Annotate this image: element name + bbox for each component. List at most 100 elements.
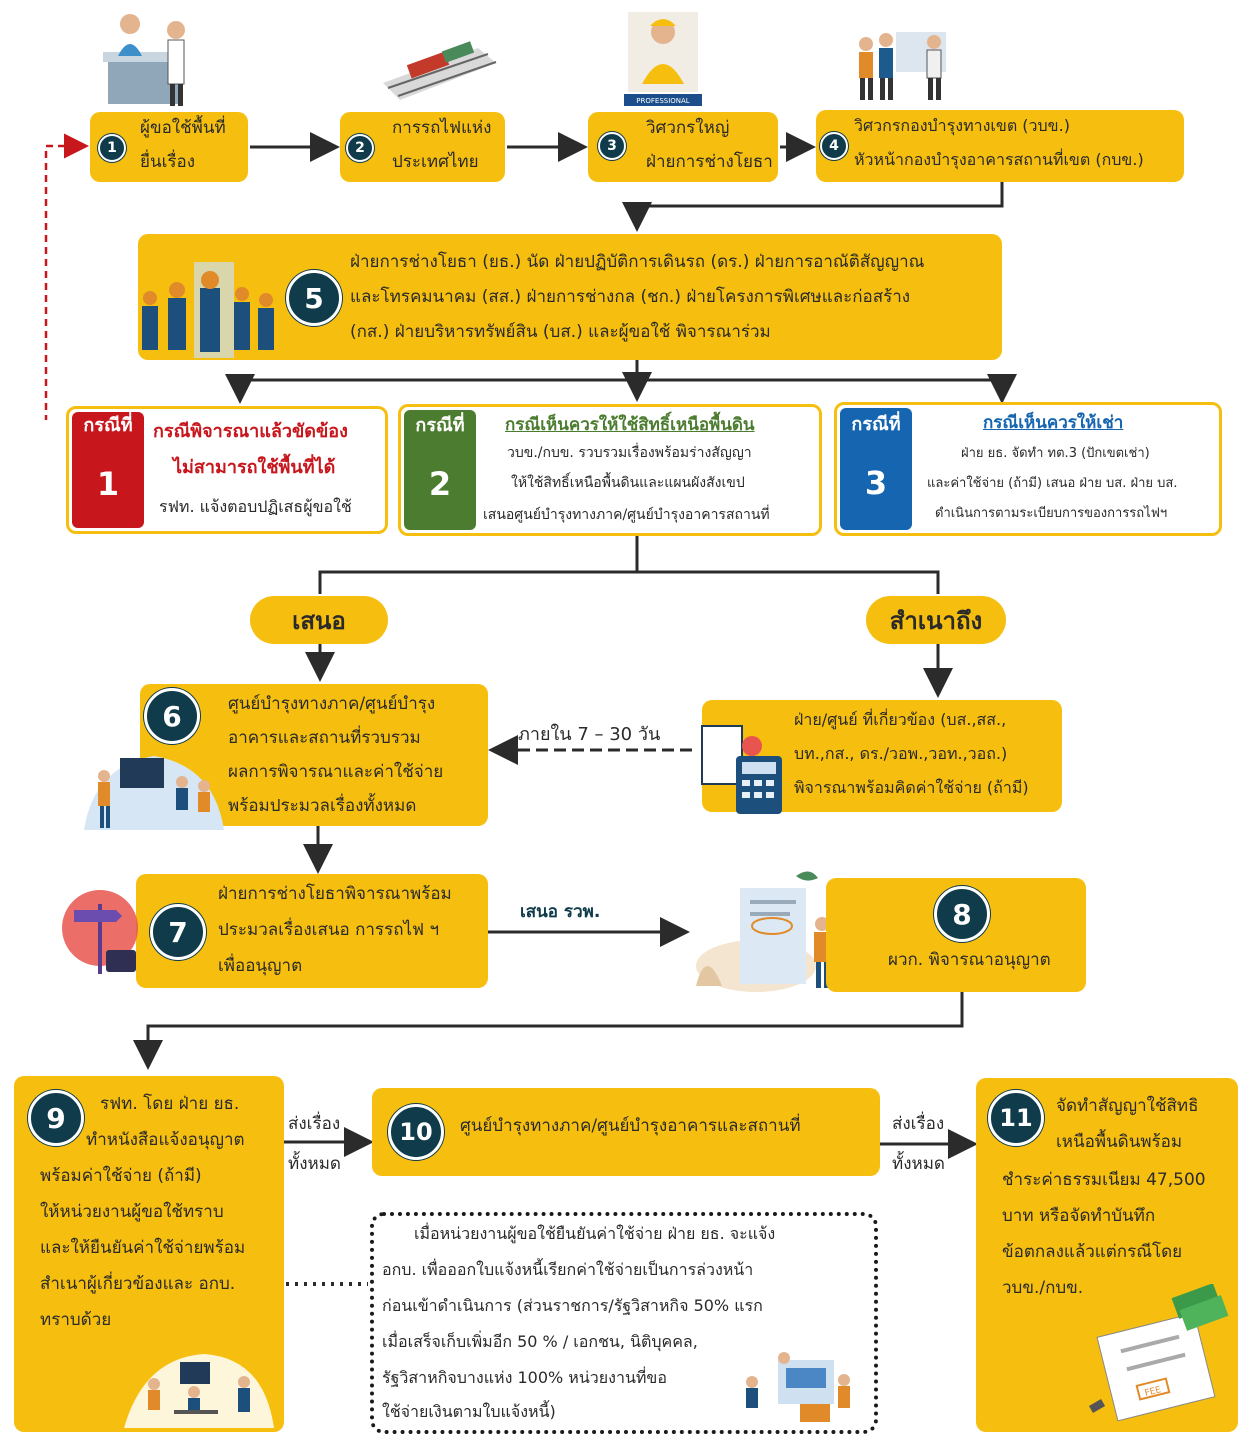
step-1-line1: ผู้ขอใช้พื้นที่ bbox=[140, 118, 226, 138]
send-all-b2: ทั้งหมด bbox=[892, 1154, 945, 1174]
step-5-number: 5 bbox=[286, 270, 342, 326]
signpost-icon bbox=[62, 890, 138, 974]
case-3-tag-number: 3 bbox=[864, 463, 888, 502]
step-1-number: 1 bbox=[98, 134, 126, 162]
step-11-line4: บาท หรือจัดทำบันทึก bbox=[1002, 1206, 1156, 1226]
calculator-icon bbox=[701, 725, 782, 814]
step-2-line1: การรถไฟแห่ง bbox=[392, 118, 492, 138]
related-line1: ฝ่าย/ศูนย์ ที่เกี่ยวข้อง (บส.,สส., bbox=[794, 710, 1007, 729]
step-2-line2: ประเทศไทย bbox=[392, 152, 479, 172]
step-7-line1: ฝ่ายการช่างโยธาพิจารณาพร้อม bbox=[218, 884, 452, 904]
send-all-a2: ทั้งหมด bbox=[288, 1154, 341, 1174]
step-2-number: 2 bbox=[346, 134, 374, 162]
case-1-box: กรณีที่ 1 กรณีพิจารณาแล้วขัดข้อง ไม่สามา… bbox=[66, 406, 388, 534]
case-3-tag: กรณีที่ 3 bbox=[840, 408, 912, 530]
step-9-line3: พร้อมค่าใช้จ่าย (ถ้ามี) bbox=[40, 1166, 202, 1186]
step-9-line5: และให้ยืนยันค่าใช้จ่ายพร้อม bbox=[40, 1238, 246, 1258]
flow-arrows-bottom bbox=[133, 1040, 978, 1286]
case-3-body1: ฝ่าย ยธ. จัดทำ ทต.3 (ปักเขตเช่า) bbox=[961, 446, 1150, 461]
step-5-line1: ฝ่ายการช่างโยธา (ยธ.) นัด ฝ่ายปฏิบัติการ… bbox=[350, 252, 925, 272]
step-3-number: 3 bbox=[598, 132, 626, 160]
case-3-body2: และค่าใช้จ่าย (ถ้ามี) เสนอ ฝ่าย บส. ฝ่าย… bbox=[927, 476, 1178, 491]
step-10-number: 10 bbox=[388, 1104, 444, 1160]
step-4-box: 4 วิศวกรกองบำรุงทางเขต (วบข.) หัวหน้ากอง… bbox=[816, 110, 1184, 182]
step-9-line2: ทำหนังสือแจ้งอนุญาต bbox=[86, 1130, 245, 1150]
case-1-tag-label: กรณีที่ bbox=[83, 414, 133, 436]
fee-label: FEE bbox=[1144, 1385, 1163, 1399]
case-2-box: กรณีที่ 2 กรณีเห็นควรให้ใช้สิทธิ์เหนือพื… bbox=[398, 404, 822, 536]
workers-icon bbox=[859, 32, 946, 100]
case-1-body1: รฟท. แจ้งตอบปฏิเสธผู้ขอใช้ bbox=[159, 497, 352, 516]
case-2-body3: เสนอศูนย์บำรุงทางภาค/ศูนย์บำรุงอาคารสถาน… bbox=[483, 507, 770, 523]
case-3-box: กรณีที่ 3 กรณีเห็นควรให้เช่า ฝ่าย ยธ. จั… bbox=[834, 402, 1222, 536]
case-3-body3: ดำเนินการตามระเบียบการของการรถไฟฯ bbox=[935, 506, 1168, 521]
payment-note-box: เมื่อหน่วยงานผู้ขอใช้ยืนยันค่าใช้จ่าย ฝ่… bbox=[370, 1212, 878, 1434]
step-5-line2: และโทรคมนาคม (สส.) ฝ่ายการช่างกล (ชก.) ฝ… bbox=[350, 287, 911, 307]
step-7-number: 7 bbox=[150, 904, 206, 960]
related-line3: พิจารณาพร้อมคิดค่าใช้จ่าย (ถ้ามี) bbox=[794, 778, 1029, 797]
within-days-label: ภายใน 7 – 30 วัน bbox=[518, 724, 661, 745]
step-9-line6: สำเนาผู้เกี่ยวข้องและ อกบ. bbox=[40, 1274, 236, 1294]
step-6-line1: ศูนย์บำรุงทางภาค/ศูนย์บำรุง bbox=[228, 694, 436, 714]
note-line4: เมื่อเสร็จเก็บเพิ่มอีก 50 % / เอกชน, นิต… bbox=[382, 1332, 698, 1351]
related-line2: บท.,กส., ดร./วอพ.,วอท.,วอถ.) bbox=[794, 744, 1008, 763]
step-10-box: ศูนย์บำรุงทางภาค/ศูนย์บำรุงอาคารและสถานท… bbox=[372, 1088, 880, 1176]
step-11-line6: วบข./กบข. bbox=[1002, 1278, 1084, 1298]
step-10-line1: ศูนย์บำรุงทางภาค/ศูนย์บำรุงอาคารและสถานท… bbox=[460, 1116, 801, 1136]
professional-label: PROFESSIONAL bbox=[636, 97, 690, 105]
officer-desk-icon bbox=[103, 14, 185, 106]
case-1-tag: กรณีที่ 1 bbox=[72, 412, 144, 528]
note-line2: อกบ. เพื่อออกใบแจ้งหนี้เรียกค่าใช้จ่ายเป… bbox=[382, 1260, 754, 1279]
step-6-line3: ผลการพิจารณาและค่าใช้จ่าย bbox=[228, 762, 444, 782]
flow-arrows-top bbox=[44, 132, 1017, 420]
document-review-icon bbox=[696, 871, 830, 992]
case-2-body1: วบข./กบข. รวบรวมเรื่องพร้อมร่างสัญญา bbox=[507, 445, 752, 461]
office-workers-icon bbox=[746, 1352, 850, 1422]
send-all-a1: ส่งเรื่อง bbox=[288, 1114, 341, 1134]
send-all-b1: ส่งเรื่อง bbox=[892, 1114, 945, 1134]
step-11-line3: ชำระค่าธรรมเนียม 47,500 bbox=[1002, 1170, 1206, 1190]
case-3-title1: กรณีเห็นควรให้เช่า bbox=[983, 413, 1124, 433]
step-7-line2: ประมวลเรื่องเสนอ การรถไฟ ฯ bbox=[218, 920, 440, 940]
case-1-title2: ไม่สามารถใช้พื้นที่ได้ bbox=[173, 457, 336, 478]
propose-pill: เสนอ bbox=[250, 596, 388, 644]
case-2-body2: ให้ใช้สิทธิ์เหนือพื้นดินและแผนผังสังเขป bbox=[511, 475, 745, 491]
step-1-line2: ยื่นเรื่อง bbox=[140, 152, 196, 172]
step-9-line1: รฟท. โดย ฝ่าย ยธ. bbox=[100, 1094, 240, 1114]
step-4-number: 4 bbox=[820, 132, 848, 160]
step-6-number: 6 bbox=[144, 688, 200, 744]
case-2-title1: กรณีเห็นควรให้ใช้สิทธิ์เหนือพื้นดิน bbox=[505, 415, 755, 435]
step-8-number: 8 bbox=[934, 886, 990, 942]
case-1-title1: กรณีพิจารณาแล้วขัดข้อง bbox=[153, 421, 348, 442]
case-2-tag: กรณีที่ 2 bbox=[404, 410, 476, 530]
step-9-line7: ทราบด้วย bbox=[40, 1310, 112, 1330]
note-line1: เมื่อหน่วยงานผู้ขอใช้ยืนยันค่าใช้จ่าย ฝ่… bbox=[414, 1224, 776, 1243]
office-icon bbox=[124, 1354, 274, 1428]
case-3-tag-label: กรณีที่ bbox=[851, 413, 901, 435]
team-icon bbox=[142, 262, 274, 358]
step-11-box: จัดทำสัญญาใช้สิทธิ เหนือพื้นดินพร้อม ชำร… bbox=[976, 1078, 1238, 1432]
copy-to-pill: สำเนาถึง bbox=[866, 596, 1006, 644]
step-3-line1: วิศวกรใหญ่ bbox=[646, 118, 730, 138]
note-line3: ก่อนเข้าดำเนินการ (ส่วนราชการ/รัฐวิสาหกิ… bbox=[382, 1296, 763, 1315]
step-11-line2: เหนือพื้นดินพร้อม bbox=[1056, 1132, 1183, 1152]
note-line6: ใช้จ่ายเงินตามใบแจ้งหนี้) bbox=[382, 1402, 556, 1421]
step-8-line1: ผวก. พิจารณาอนุญาต bbox=[888, 950, 1051, 970]
step-9-number: 9 bbox=[28, 1090, 84, 1146]
case-1-tag-number: 1 bbox=[96, 464, 120, 503]
step-3-line2: ฝ่ายการช่างโยธา bbox=[646, 152, 773, 172]
presentation-icon bbox=[84, 756, 224, 830]
case-2-tag-number: 2 bbox=[428, 464, 452, 503]
propose-srt-label: เสนอ รวพ. bbox=[520, 902, 601, 922]
step-2-box: 2 การรถไฟแห่ง ประเทศไทย bbox=[340, 112, 505, 182]
step-3-box: 3 วิศวกรใหญ่ ฝ่ายการช่างโยธา bbox=[588, 112, 778, 182]
step-9-line4: ให้หน่วยงานผู้ขอใช้ทราบ bbox=[40, 1202, 224, 1222]
money-document-icon: FEE bbox=[1088, 1284, 1229, 1422]
step-6-line2: อาคารและสถานที่รวบรวม bbox=[228, 728, 421, 748]
train-icon bbox=[383, 41, 497, 100]
note-line5: รัฐวิสาหกิจบางแห่ง 100% หน่วยงานที่ขอ bbox=[382, 1368, 667, 1387]
step-6-line4: พร้อมประมวลเรื่องทั้งหมด bbox=[228, 796, 417, 816]
step-5-box: 5 ฝ่ายการช่างโยธา (ยธ.) นัด ฝ่ายปฏิบัติก… bbox=[138, 234, 1002, 360]
step-11-number: 11 bbox=[988, 1090, 1044, 1146]
step-1-box: 1 ผู้ขอใช้พื้นที่ ยื่นเรื่อง bbox=[90, 112, 248, 182]
